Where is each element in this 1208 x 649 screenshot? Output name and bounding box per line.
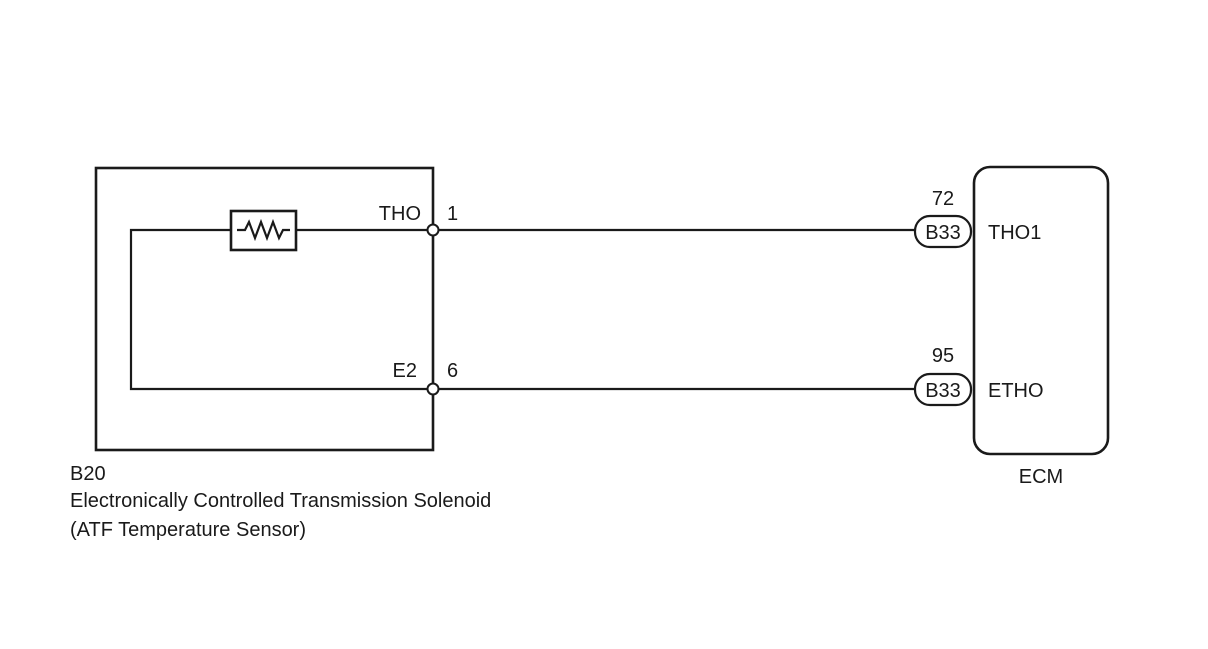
ecm-pin-number: 72 bbox=[932, 188, 954, 210]
sensor-pin-number: 1 bbox=[447, 203, 458, 225]
ecm-pin-number: 95 bbox=[932, 345, 954, 367]
sensor-housing bbox=[94, 166, 435, 452]
ecm-signal-label: ETHO bbox=[988, 380, 1044, 402]
connector-label: B33 bbox=[925, 380, 961, 402]
sensor-name-line1: Electronically Controlled Transmission S… bbox=[70, 490, 491, 512]
sensor-pin-number: 6 bbox=[447, 360, 458, 382]
sensor-name-line2: (ATF Temperature Sensor) bbox=[70, 519, 306, 541]
connector-label: B33 bbox=[925, 222, 961, 244]
terminal-e2 bbox=[426, 382, 440, 396]
sensor-signal-label: THO bbox=[379, 203, 421, 225]
connector-tag bbox=[913, 214, 973, 249]
ecm-box bbox=[972, 165, 1110, 456]
thermistor-symbol bbox=[229, 209, 298, 252]
connector-tag bbox=[913, 372, 973, 407]
ecm-label: ECM bbox=[1019, 466, 1063, 488]
sensor-signal-label: E2 bbox=[393, 360, 417, 382]
sensor-code: B20 bbox=[70, 463, 106, 485]
sensor-internal-wire bbox=[129, 228, 433, 391]
terminal-tho bbox=[426, 223, 440, 237]
ecm-signal-label: THO1 bbox=[988, 222, 1041, 244]
